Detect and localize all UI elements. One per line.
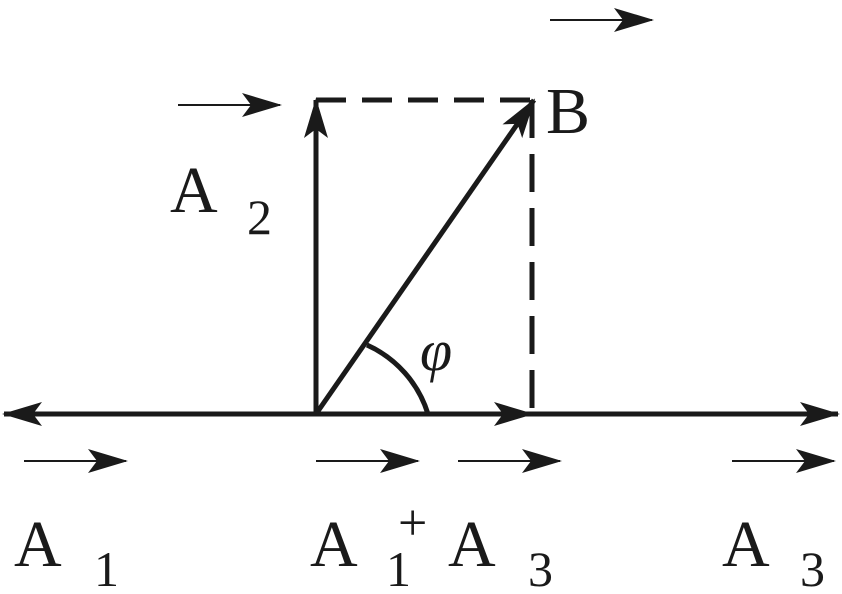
- label-a2-letter: A: [170, 154, 218, 227]
- label-a2-subscript: 2: [247, 189, 272, 245]
- label-angle-phi: φ: [420, 318, 452, 383]
- angle-arc: [365, 342, 431, 415]
- vector-b: [313, 98, 537, 416]
- label-sum-a1-letter: A: [310, 508, 358, 581]
- label-a1-letter: A: [14, 508, 62, 581]
- label-sum-a3-letter: A: [448, 508, 496, 581]
- label-a1-subscript: 1: [94, 541, 119, 594]
- label-b: B: [546, 75, 590, 148]
- label-sum-a1-subscript: 1: [386, 541, 411, 594]
- label-sum-a3-subscript: 3: [528, 541, 553, 594]
- label-a3-subscript: 3: [800, 541, 825, 594]
- label-a3-letter: A: [722, 508, 770, 581]
- label-sum-plus: +: [398, 495, 427, 552]
